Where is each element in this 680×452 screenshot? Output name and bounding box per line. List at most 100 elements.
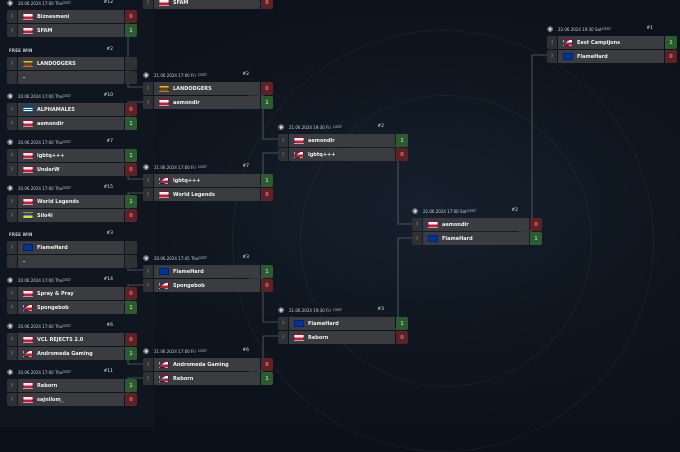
team-cell[interactable]: aemondir	[18, 117, 124, 130]
match-card[interactable]: ◉20.06.2024 17:00 Thu CEST#15?World Lege…	[7, 184, 137, 223]
team-cell[interactable]: Eest Campijons	[558, 36, 664, 49]
team-cell[interactable]: FlameHard	[18, 241, 124, 254]
team-cell[interactable]: Reborn	[289, 331, 395, 344]
eye-icon[interactable]: ◉	[7, 0, 14, 7]
team-cell[interactable]: lgbtq+++	[18, 149, 124, 162]
match-card[interactable]: ◉20.06.2024 17:00 Thu CEST#6?VCL REJECTS…	[7, 322, 137, 361]
team-cell[interactable]: aemondir	[289, 134, 395, 147]
team-cell[interactable]: UnderW	[18, 163, 124, 176]
team-row[interactable]: ?LANDODGERS	[7, 57, 137, 70]
team-cell[interactable]: Spongebob	[18, 301, 124, 314]
match-card[interactable]: ◉20.06.2024 17:00 Thu CEST#14?Spray & Pr…	[7, 276, 137, 315]
eye-icon[interactable]: ◉	[547, 25, 554, 33]
team-row[interactable]: ?lgbtq+++0	[278, 148, 408, 161]
team-row[interactable]: ?lgbtq+++1	[7, 149, 137, 162]
eye-icon[interactable]: ◉	[412, 207, 419, 215]
team-cell[interactable]: LANDODGERS	[18, 57, 124, 70]
team-cell[interactable]: FlameHard	[423, 232, 529, 245]
team-cell[interactable]: World Legends	[154, 188, 260, 201]
eye-icon[interactable]: ◉	[7, 368, 14, 376]
team-cell[interactable]: FlameHard	[154, 265, 260, 278]
team-cell[interactable]: SFAM	[18, 24, 124, 37]
team-row[interactable]: --	[7, 255, 137, 268]
team-cell[interactable]: Silo4i	[18, 209, 124, 222]
team-row[interactable]: ?FlameHard	[7, 241, 137, 254]
team-cell[interactable]: lgbtq+++	[289, 148, 395, 161]
eye-icon[interactable]: ◉	[143, 347, 150, 355]
team-cell[interactable]: World Legends	[18, 195, 124, 208]
chevron-up-icon[interactable]: ^	[58, 400, 66, 410]
team-cell[interactable]: -	[18, 71, 124, 84]
eye-icon[interactable]: ◉	[7, 322, 14, 330]
team-cell[interactable]: lgbtq+++	[154, 174, 260, 187]
team-cell[interactable]: VCL REJECTS 2.0	[18, 333, 124, 346]
match-card[interactable]: FREE WIN#2?LANDODGERS--	[7, 47, 137, 85]
team-cell[interactable]: LANDODGERS	[154, 82, 260, 95]
team-row[interactable]: --	[7, 71, 137, 84]
team-cell[interactable]: Reborn	[154, 372, 260, 385]
team-cell[interactable]: Spongebob	[154, 279, 260, 292]
eye-icon[interactable]: ◉	[7, 184, 14, 192]
team-cell[interactable]: -	[18, 255, 124, 268]
eye-icon[interactable]: ◉	[143, 163, 150, 171]
team-cell[interactable]: aemondir	[154, 96, 260, 109]
team-cell[interactable]: Reborn	[18, 379, 124, 392]
eye-icon[interactable]: ◉	[7, 92, 14, 100]
eye-icon[interactable]: ◉	[7, 276, 14, 284]
team-cell[interactable]: Andromeda Gaming	[18, 347, 124, 360]
team-cell[interactable]: Spray & Pray	[18, 287, 124, 300]
match-card[interactable]: ◉22.06.2024 19:30 Sat CEST#1?Eest Campij…	[547, 25, 677, 64]
team-cell[interactable]: FlameHard	[289, 317, 395, 330]
team-cell[interactable]: ALPHAMALES	[18, 103, 124, 116]
team-cell[interactable]: FlameHard	[558, 50, 664, 63]
match-card[interactable]: FREE WIN#3?FlameHard--	[7, 231, 137, 269]
match-card[interactable]: ◉21.06.2024 17:00 Fri CEST#7?lgbtq+++1?W…	[143, 163, 273, 202]
team-cell[interactable]: aemondir	[423, 218, 529, 231]
team-cell[interactable]: SFAM	[154, 0, 260, 9]
eye-icon[interactable]: ◉	[278, 123, 285, 131]
eye-icon[interactable]: ◉	[143, 254, 150, 262]
team-row[interactable]: ?lgbtq+++1	[143, 174, 273, 187]
team-cell[interactable]: Biznesmeni	[18, 10, 124, 23]
match-card[interactable]: ◉20.06.2024 17:00 Thu CEST#12?Biznesmeni…	[7, 0, 137, 38]
eye-icon[interactable]: ◉	[7, 138, 14, 146]
match-card[interactable]: ◉20.06.2024 17:00 Thu CEST#10?ALPHAMALES…	[7, 92, 137, 131]
team-cell[interactable]: sajnilom	[18, 393, 124, 406]
team-cell[interactable]: Andromeda Gaming	[154, 358, 260, 371]
match-card[interactable]: ◉21.06.2024 17:00 Fri CEST#6?Andromeda G…	[143, 347, 273, 386]
